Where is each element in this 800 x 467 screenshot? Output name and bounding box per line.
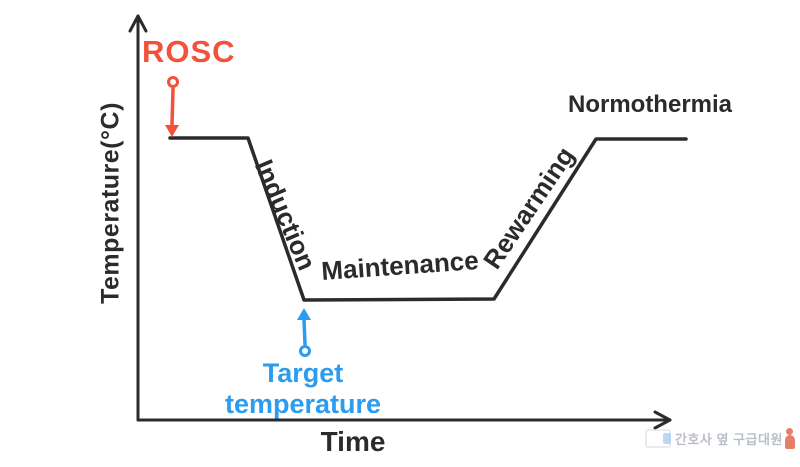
blue-doodle-icon: [663, 433, 671, 444]
person-doodle-icon: [784, 427, 795, 449]
target-arrow-line: [302, 318, 307, 346]
rosc-arrow-head: [165, 125, 179, 137]
x-axis-label: Time: [320, 426, 386, 457]
phase-label-normothermia: Normothermia: [567, 91, 733, 118]
target-label-line2: temperature: [224, 389, 382, 419]
target-label-line1: Target: [262, 357, 344, 388]
y-axis-label: Temperature(°C): [96, 102, 125, 304]
watermark-text: 간호사 옆 구급대원: [675, 432, 783, 447]
rosc-arrow-circle: [167, 76, 179, 88]
target-arrow-circle: [299, 345, 311, 357]
target-arrow-head: [297, 308, 311, 320]
temperature-curve: [168, 136, 688, 302]
watermark: 간호사 옆 구급대원: [645, 427, 795, 449]
x-axis-arrowhead: [653, 410, 672, 430]
rosc-label: ROSC: [142, 34, 236, 69]
target-temperature-label: Target temperature: [225, 358, 381, 420]
y-axis-arrowhead: [128, 14, 148, 33]
rosc-arrow-line: [170, 87, 175, 127]
